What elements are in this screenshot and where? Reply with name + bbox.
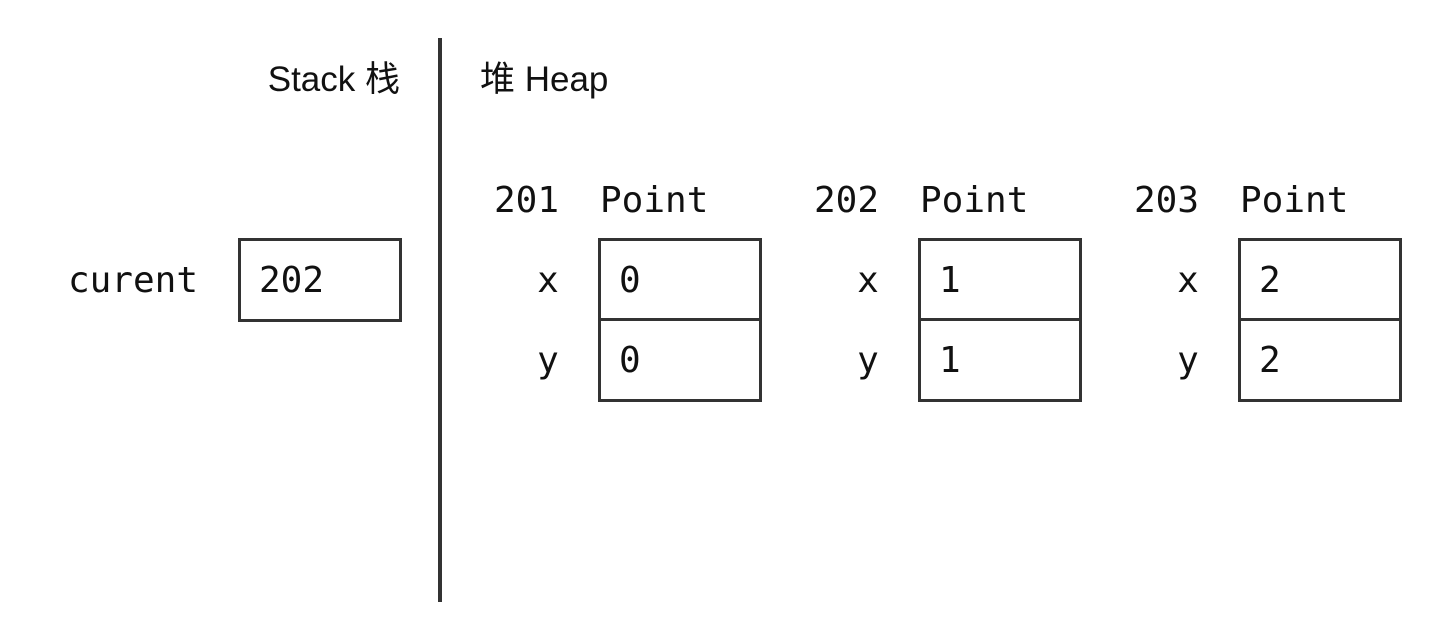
field-box-y: 0	[598, 318, 762, 402]
stack-variable-name: curent	[67, 260, 198, 301]
object-type: Point	[920, 180, 1029, 221]
field-value-y: 2	[1259, 339, 1281, 381]
stack-variable-value: 202	[259, 259, 325, 301]
heap-title: 堆 Heap	[480, 60, 609, 99]
object-type: Point	[1240, 180, 1349, 221]
object-address: 201	[494, 180, 560, 221]
stack-title: Stack 栈	[267, 60, 400, 99]
field-value-x: 0	[619, 259, 641, 301]
field-box-x: 1	[918, 238, 1082, 322]
field-box-y: 2	[1238, 318, 1402, 402]
object-address: 203	[1134, 180, 1200, 221]
field-box-x: 0	[598, 238, 762, 322]
stack-variable-box: 202	[238, 238, 402, 322]
field-value-y: 0	[619, 339, 641, 381]
object-address: 202	[814, 180, 880, 221]
field-name-y: y	[857, 340, 879, 381]
field-name-x: x	[1177, 260, 1199, 301]
field-name-x: x	[857, 260, 879, 301]
field-name-y: y	[1177, 340, 1199, 381]
object-type: Point	[600, 180, 709, 221]
field-name-y: y	[537, 340, 559, 381]
field-value-x: 2	[1259, 259, 1281, 301]
stack-heap-divider	[438, 38, 442, 602]
field-name-x: x	[537, 260, 559, 301]
field-value-x: 1	[939, 259, 961, 301]
field-box-y: 1	[918, 318, 1082, 402]
field-value-y: 1	[939, 339, 961, 381]
field-box-x: 2	[1238, 238, 1402, 322]
